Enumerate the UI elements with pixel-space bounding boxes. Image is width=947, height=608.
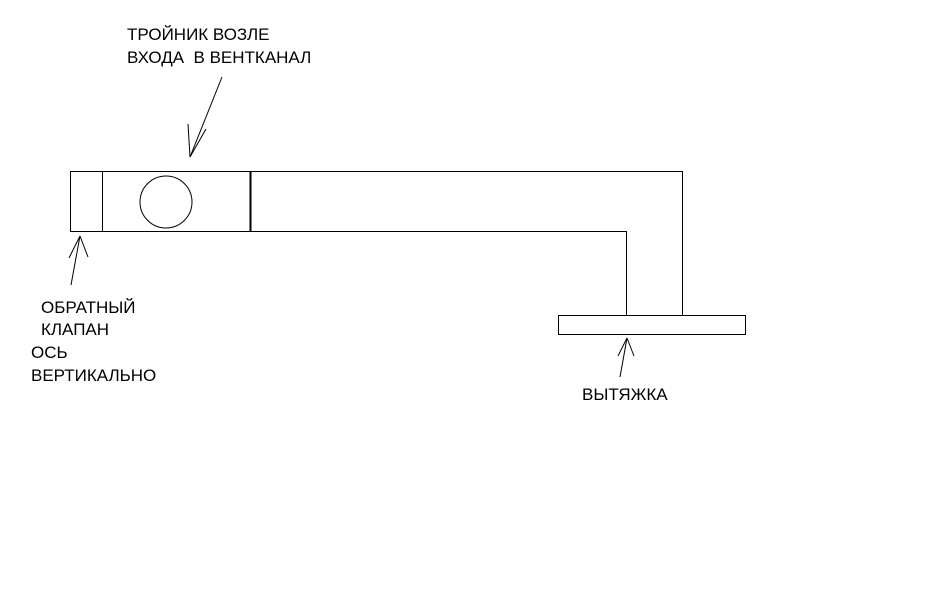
tee-box xyxy=(102,171,251,232)
axis-label-line1: ОСЬ xyxy=(31,343,68,362)
tee-label-line2: ВХОДА В ВЕНТКАНАЛ xyxy=(127,48,312,67)
check-valve-box xyxy=(70,171,103,232)
hood-bar xyxy=(558,315,746,335)
hood-arrow xyxy=(617,337,635,378)
tee-circle xyxy=(139,175,193,229)
axis-label-line2: ВЕРТИКАЛЬНО xyxy=(31,366,157,385)
check-valve-label-line1: ОБРАТНЫЙ xyxy=(41,298,136,317)
check-valve-label-line2: КЛАПАН xyxy=(41,320,110,339)
tee-label-line1: ТРОЙНИК ВОЗЛЕ xyxy=(127,25,270,44)
check-valve-arrow xyxy=(68,235,89,286)
duct-inner-wall xyxy=(250,231,627,316)
hood-label: ВЫТЯЖКА xyxy=(582,385,668,404)
tee-arrow xyxy=(187,76,223,158)
duct-outer-wall xyxy=(250,171,683,316)
